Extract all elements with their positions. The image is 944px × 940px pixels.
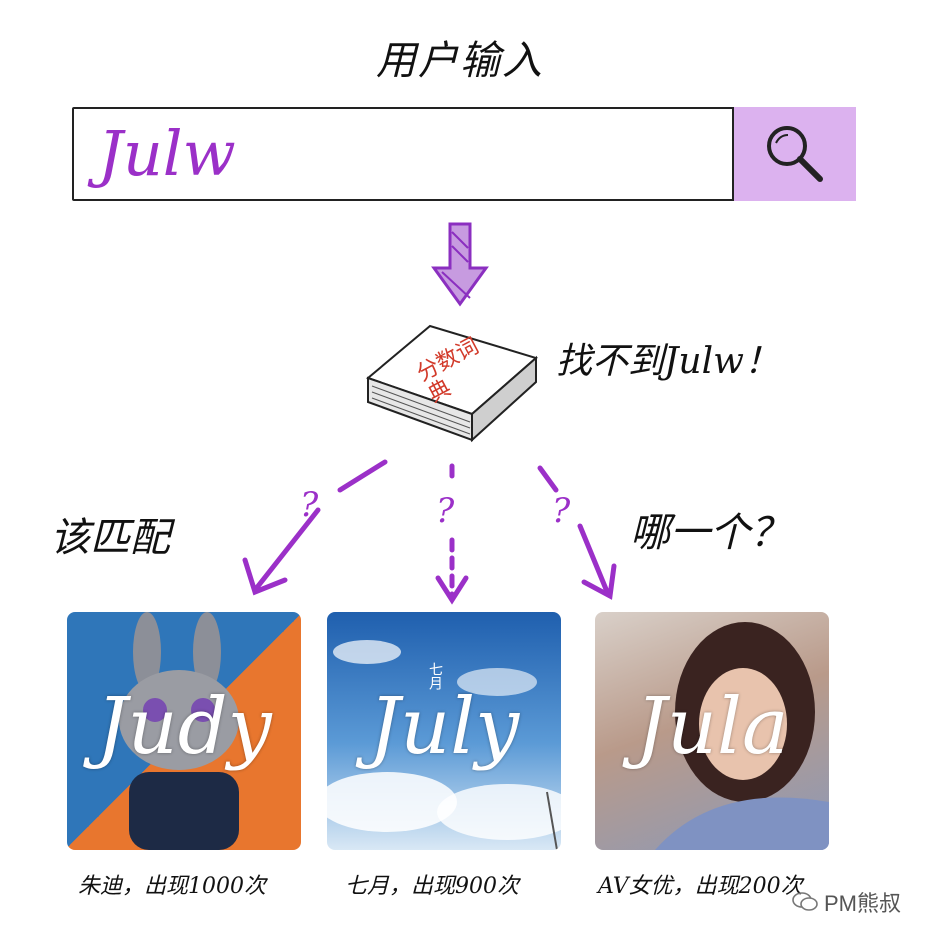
card-jula[interactable]: Jula xyxy=(595,612,829,850)
card-word-judy: Judy xyxy=(96,682,272,772)
left-branch-arrow xyxy=(252,459,388,593)
watermark: PM熊叔 xyxy=(792,886,901,918)
question-which-one: 哪一个？ xyxy=(630,510,790,556)
dictionary-icon: 分数词典 xyxy=(360,318,540,450)
left-branch-arrowhead xyxy=(242,557,288,596)
left-question-mark: ? xyxy=(300,485,319,525)
wechat-icon xyxy=(792,892,818,911)
caption-judy: 朱迪，出现1000次 xyxy=(78,874,266,899)
search-input-text[interactable]: Julw xyxy=(98,117,236,190)
right-question-mark: ? xyxy=(552,491,571,531)
not-found-text: 找不到Julw！ xyxy=(556,341,780,382)
portrait-icon xyxy=(655,622,829,850)
search-box[interactable]: Julw xyxy=(72,107,856,201)
watermark-text: PM熊叔 xyxy=(824,891,902,916)
middle-branch-arrowhead xyxy=(435,575,469,605)
card-overlay-july: 七月 xyxy=(427,662,443,690)
card-word-jula: Jula xyxy=(635,682,789,772)
caption-july: 七月，出现900次 xyxy=(345,874,519,899)
cloud-icon xyxy=(327,640,561,850)
magnifier-icon xyxy=(767,126,823,182)
branch-arrows: ? ? ? xyxy=(242,459,617,605)
card-judy[interactable]: Judy xyxy=(67,612,301,850)
page-title: 用户输入 xyxy=(376,38,544,84)
question-which-to-match: 该匹配 xyxy=(50,515,170,561)
right-branch-arrowhead xyxy=(581,563,617,600)
caption-jula: AV女优，出现200次 xyxy=(598,874,803,899)
middle-question-mark: ? xyxy=(436,491,455,531)
card-word-july: July xyxy=(368,682,520,772)
rabbit-icon xyxy=(119,612,239,850)
down-arrow-icon xyxy=(431,222,489,307)
search-button[interactable] xyxy=(732,107,856,201)
card-july[interactable]: 七月 July xyxy=(327,612,561,850)
right-branch-arrow xyxy=(537,465,611,597)
